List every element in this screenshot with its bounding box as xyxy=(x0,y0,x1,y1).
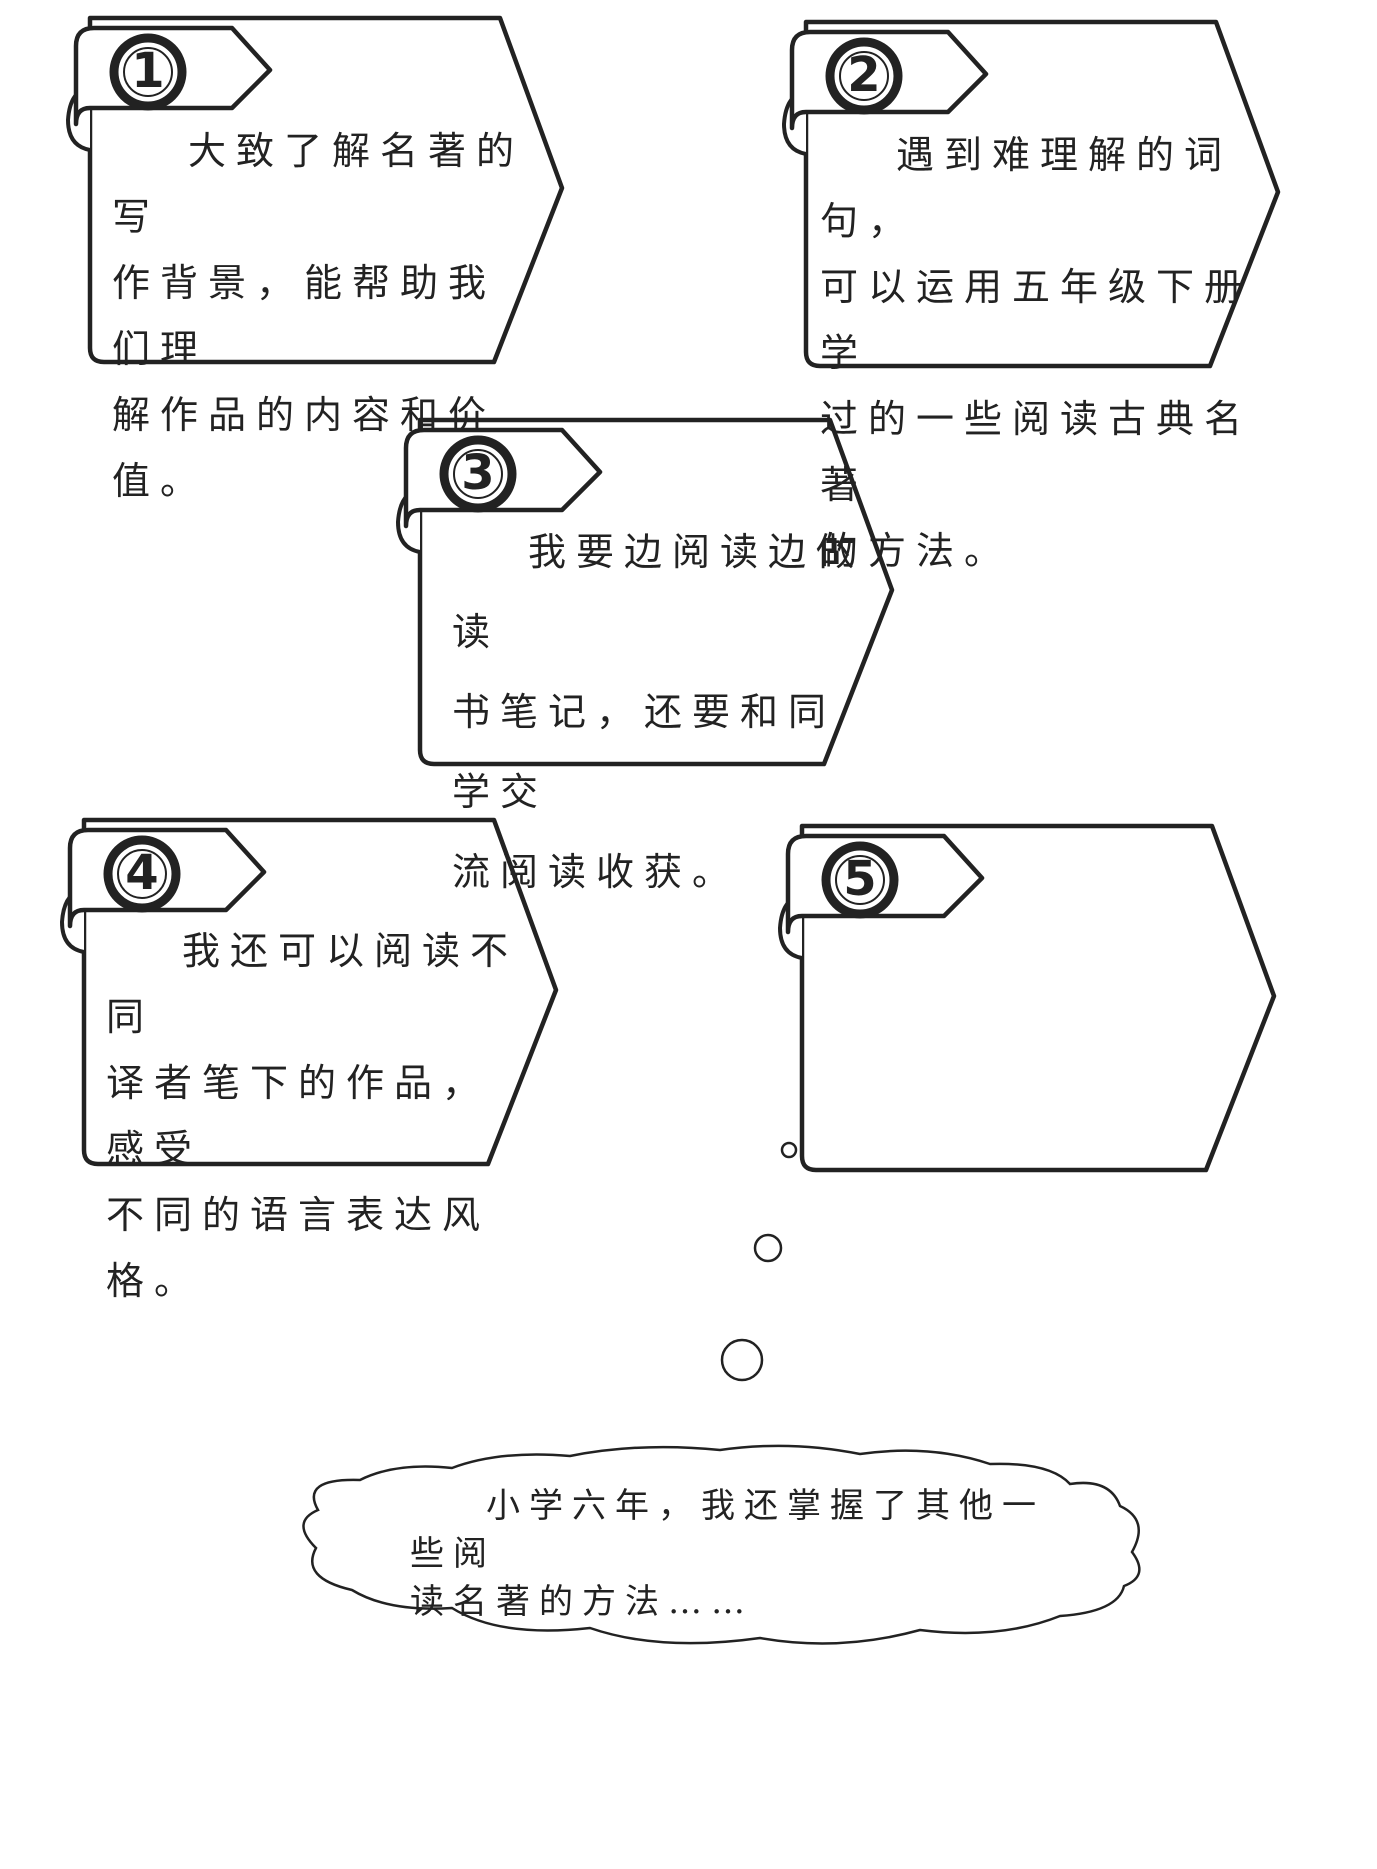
card-3-line-1: 我要边阅读边做读 xyxy=(452,530,865,654)
card-2-line-3: 过的一些阅读古典名著 xyxy=(820,397,1253,507)
thought-bubble-large xyxy=(720,1338,764,1382)
card-1-line-3: 解作品的内容和价值。 xyxy=(112,393,497,503)
card-1-line-2: 作背景，能帮助我们理 xyxy=(112,261,497,371)
card-2-line-4: 的方法。 xyxy=(820,529,1013,573)
card-1-line-1: 大致了解名著的写 xyxy=(112,129,525,239)
card-2-line-2: 可以运用五年级下册学 xyxy=(820,265,1253,375)
card-3-line-2: 书笔记，还要和同学交 xyxy=(452,690,837,814)
card-4-line-2: 译者笔下的作品，感受 xyxy=(106,1061,491,1171)
cloud-line-1: 小学六年，我还掌握了其他一些阅 xyxy=(410,1486,1045,1574)
card-1-number: 1 xyxy=(131,43,164,99)
card-5-number: 5 xyxy=(843,851,876,907)
card-4-line-1: 我还可以阅读不同 xyxy=(106,929,519,1039)
card-2-text: 遇到难理解的词句， 可以运用五年级下册学 过的一些阅读古典名著 的方法。 xyxy=(820,122,1260,584)
card-3-number: 3 xyxy=(461,445,494,501)
card-3-line-3: 流阅读收获。 xyxy=(452,850,741,894)
cloud-line-2: 读名著的方法…… xyxy=(410,1582,754,1622)
thought-cloud xyxy=(302,1444,1141,1645)
card-1-text: 大致了解名著的写 作背景，能帮助我们理 解作品的内容和价值。 xyxy=(112,118,532,514)
card-4-line-3: 不同的语言表达风格。 xyxy=(106,1193,491,1303)
card-2-number: 2 xyxy=(847,47,880,103)
thought-bubble-small xyxy=(780,1141,798,1159)
cloud-text: 小学六年，我还掌握了其他一些阅 读名著的方法…… xyxy=(410,1482,1050,1626)
card-2-line-1: 遇到难理解的词句， xyxy=(820,133,1233,243)
card-3-text: 我要边阅读边做读 书笔记，还要和同学交 流阅读收获。 xyxy=(452,512,872,912)
card-4-text: 我还可以阅读不同 译者笔下的作品，感受 不同的语言表达风格。 xyxy=(106,918,536,1314)
card-4-number: 4 xyxy=(125,845,158,901)
thought-bubble-medium xyxy=(753,1233,783,1263)
